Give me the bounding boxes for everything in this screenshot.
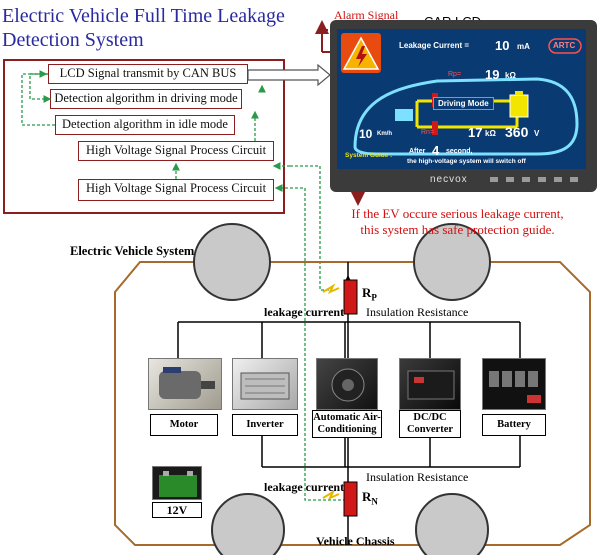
car-outline-icon <box>353 77 579 156</box>
detection-system-box <box>3 59 285 214</box>
lcd-guide-seconds: 4 <box>432 143 440 158</box>
lcd-voltage-value: 360 <box>505 124 529 140</box>
leakage-current-top: leakage current <box>264 305 345 319</box>
idle-mode-algorithm-box: Detection algorithm in idle mode <box>55 115 235 135</box>
lcd-voltage-unit: V <box>534 129 540 138</box>
lcd-rp-label: Rp= <box>448 71 462 78</box>
lcd-artc-badge: ARTC <box>553 41 576 50</box>
alarm-signal-label: Alarm Signal <box>334 8 399 22</box>
lcd-can-bus-box: LCD Signal transmit by CAN BUS <box>48 64 248 84</box>
leak-bolt-top <box>322 283 340 295</box>
lcd-buttons <box>490 177 580 182</box>
insulation-resistance-top: Insulation Resistance <box>366 305 469 319</box>
insulation-resistance-bottom: Insulation Resistance <box>366 470 469 484</box>
compressor-icon <box>331 368 365 402</box>
resistor-rn <box>343 481 358 517</box>
inverter-icon <box>240 372 290 400</box>
rp-label: RP <box>362 285 377 303</box>
dcdc-converter-image <box>399 358 461 410</box>
converter-icon <box>407 370 455 400</box>
lcd-leakage-value: 10 <box>495 38 510 53</box>
resistor-rp <box>343 279 358 315</box>
rp-subscript: P <box>371 292 377 303</box>
can-bus-arrow <box>247 63 331 87</box>
lcd-rn-label: Rn= <box>421 129 435 136</box>
inverter-label: Inverter <box>232 414 298 436</box>
12v-label: 12V <box>152 502 202 518</box>
leak-bolt-bottom <box>322 489 340 501</box>
lcd-rn-value: 17 <box>468 125 483 140</box>
lcd-speed-unit: Km/h <box>377 131 392 137</box>
battery-label: Battery <box>482 414 546 436</box>
motor-image <box>148 358 222 410</box>
lcd-rp-value: 19 <box>485 67 500 82</box>
lcd-rn-unit: kΩ <box>485 129 496 138</box>
driving-mode-algorithm-box: Detection algorithm in driving mode <box>50 89 242 109</box>
dcdc-label: DC/DC Converter <box>399 410 461 438</box>
lcd-guide-after: After <box>409 148 426 155</box>
car-battery-icon <box>159 471 197 497</box>
ac-compressor-image <box>316 358 378 410</box>
vehicle-chassis-label: Vehicle Chassis <box>316 534 395 548</box>
protection-note-line-1: If the EV occure serious leakage current… <box>351 206 564 221</box>
rn-label: RN <box>362 489 378 507</box>
wheel-front-left <box>193 223 271 301</box>
lightning-icon <box>356 46 367 67</box>
signal-line-top <box>290 165 330 291</box>
hv-signal-circuit-box-1: High Voltage Signal Process Circuit <box>78 141 274 161</box>
wheel-front-right <box>413 223 491 301</box>
leakage-current-bottom: leakage current <box>264 480 345 494</box>
lcd-speed-value: 10 <box>359 127 373 141</box>
battery-image <box>482 358 546 410</box>
loop-arrow-1 <box>29 73 52 103</box>
motor-icon <box>395 109 413 121</box>
rn-symbol: R <box>362 489 372 504</box>
hv-signal-circuit-box-2: High Voltage Signal Process Circuit <box>78 179 274 201</box>
rn-subscript: N <box>371 496 378 507</box>
lcd-guide-label: System Guide : <box>345 152 393 159</box>
lcd-leakage-unit: mA <box>517 42 530 51</box>
ev-system-title: Electric Vehicle System <box>70 244 195 258</box>
wheel-rear-right <box>415 493 489 555</box>
lcd-leakage-label: Leakage Current = <box>399 41 470 50</box>
lcd-guide-line2: the high-voltage system will switch off <box>407 158 526 165</box>
lcd-mode-indicator: Driving Mode <box>433 97 494 110</box>
battery-pack-icon <box>489 371 541 403</box>
page-title: Electric Vehicle Full Time Leakage Detec… <box>2 4 302 52</box>
wheel-rear-left <box>211 493 285 555</box>
motor-label: Motor <box>150 414 218 436</box>
rp-symbol: R <box>362 285 372 300</box>
lcd-screen: Leakage Current = 10 mA ARTC Rp= 19 kΩ D… <box>337 29 586 169</box>
inverter-image <box>232 358 298 410</box>
12v-battery-image <box>152 466 202 500</box>
vehicle-outline <box>114 261 591 546</box>
signal-line-bottom <box>280 187 345 501</box>
title-line-2: Detection System <box>2 29 144 51</box>
title-line-1: Electric Vehicle Full Time Leakage <box>2 5 285 27</box>
loop-arrow-2 <box>21 70 55 126</box>
protection-note: If the EV occure serious leakage current… <box>320 206 595 238</box>
battery-icon <box>509 94 529 118</box>
protection-note-line-2: this system has safe protection guide. <box>360 222 555 237</box>
motor-icon <box>159 367 215 399</box>
lcd-guide-second-word: second, <box>446 148 473 155</box>
lcd-rp-unit: kΩ <box>505 71 516 80</box>
lcd-brand: necvox <box>430 174 468 185</box>
ac-label: Automatic Air-Conditioning <box>312 410 382 438</box>
